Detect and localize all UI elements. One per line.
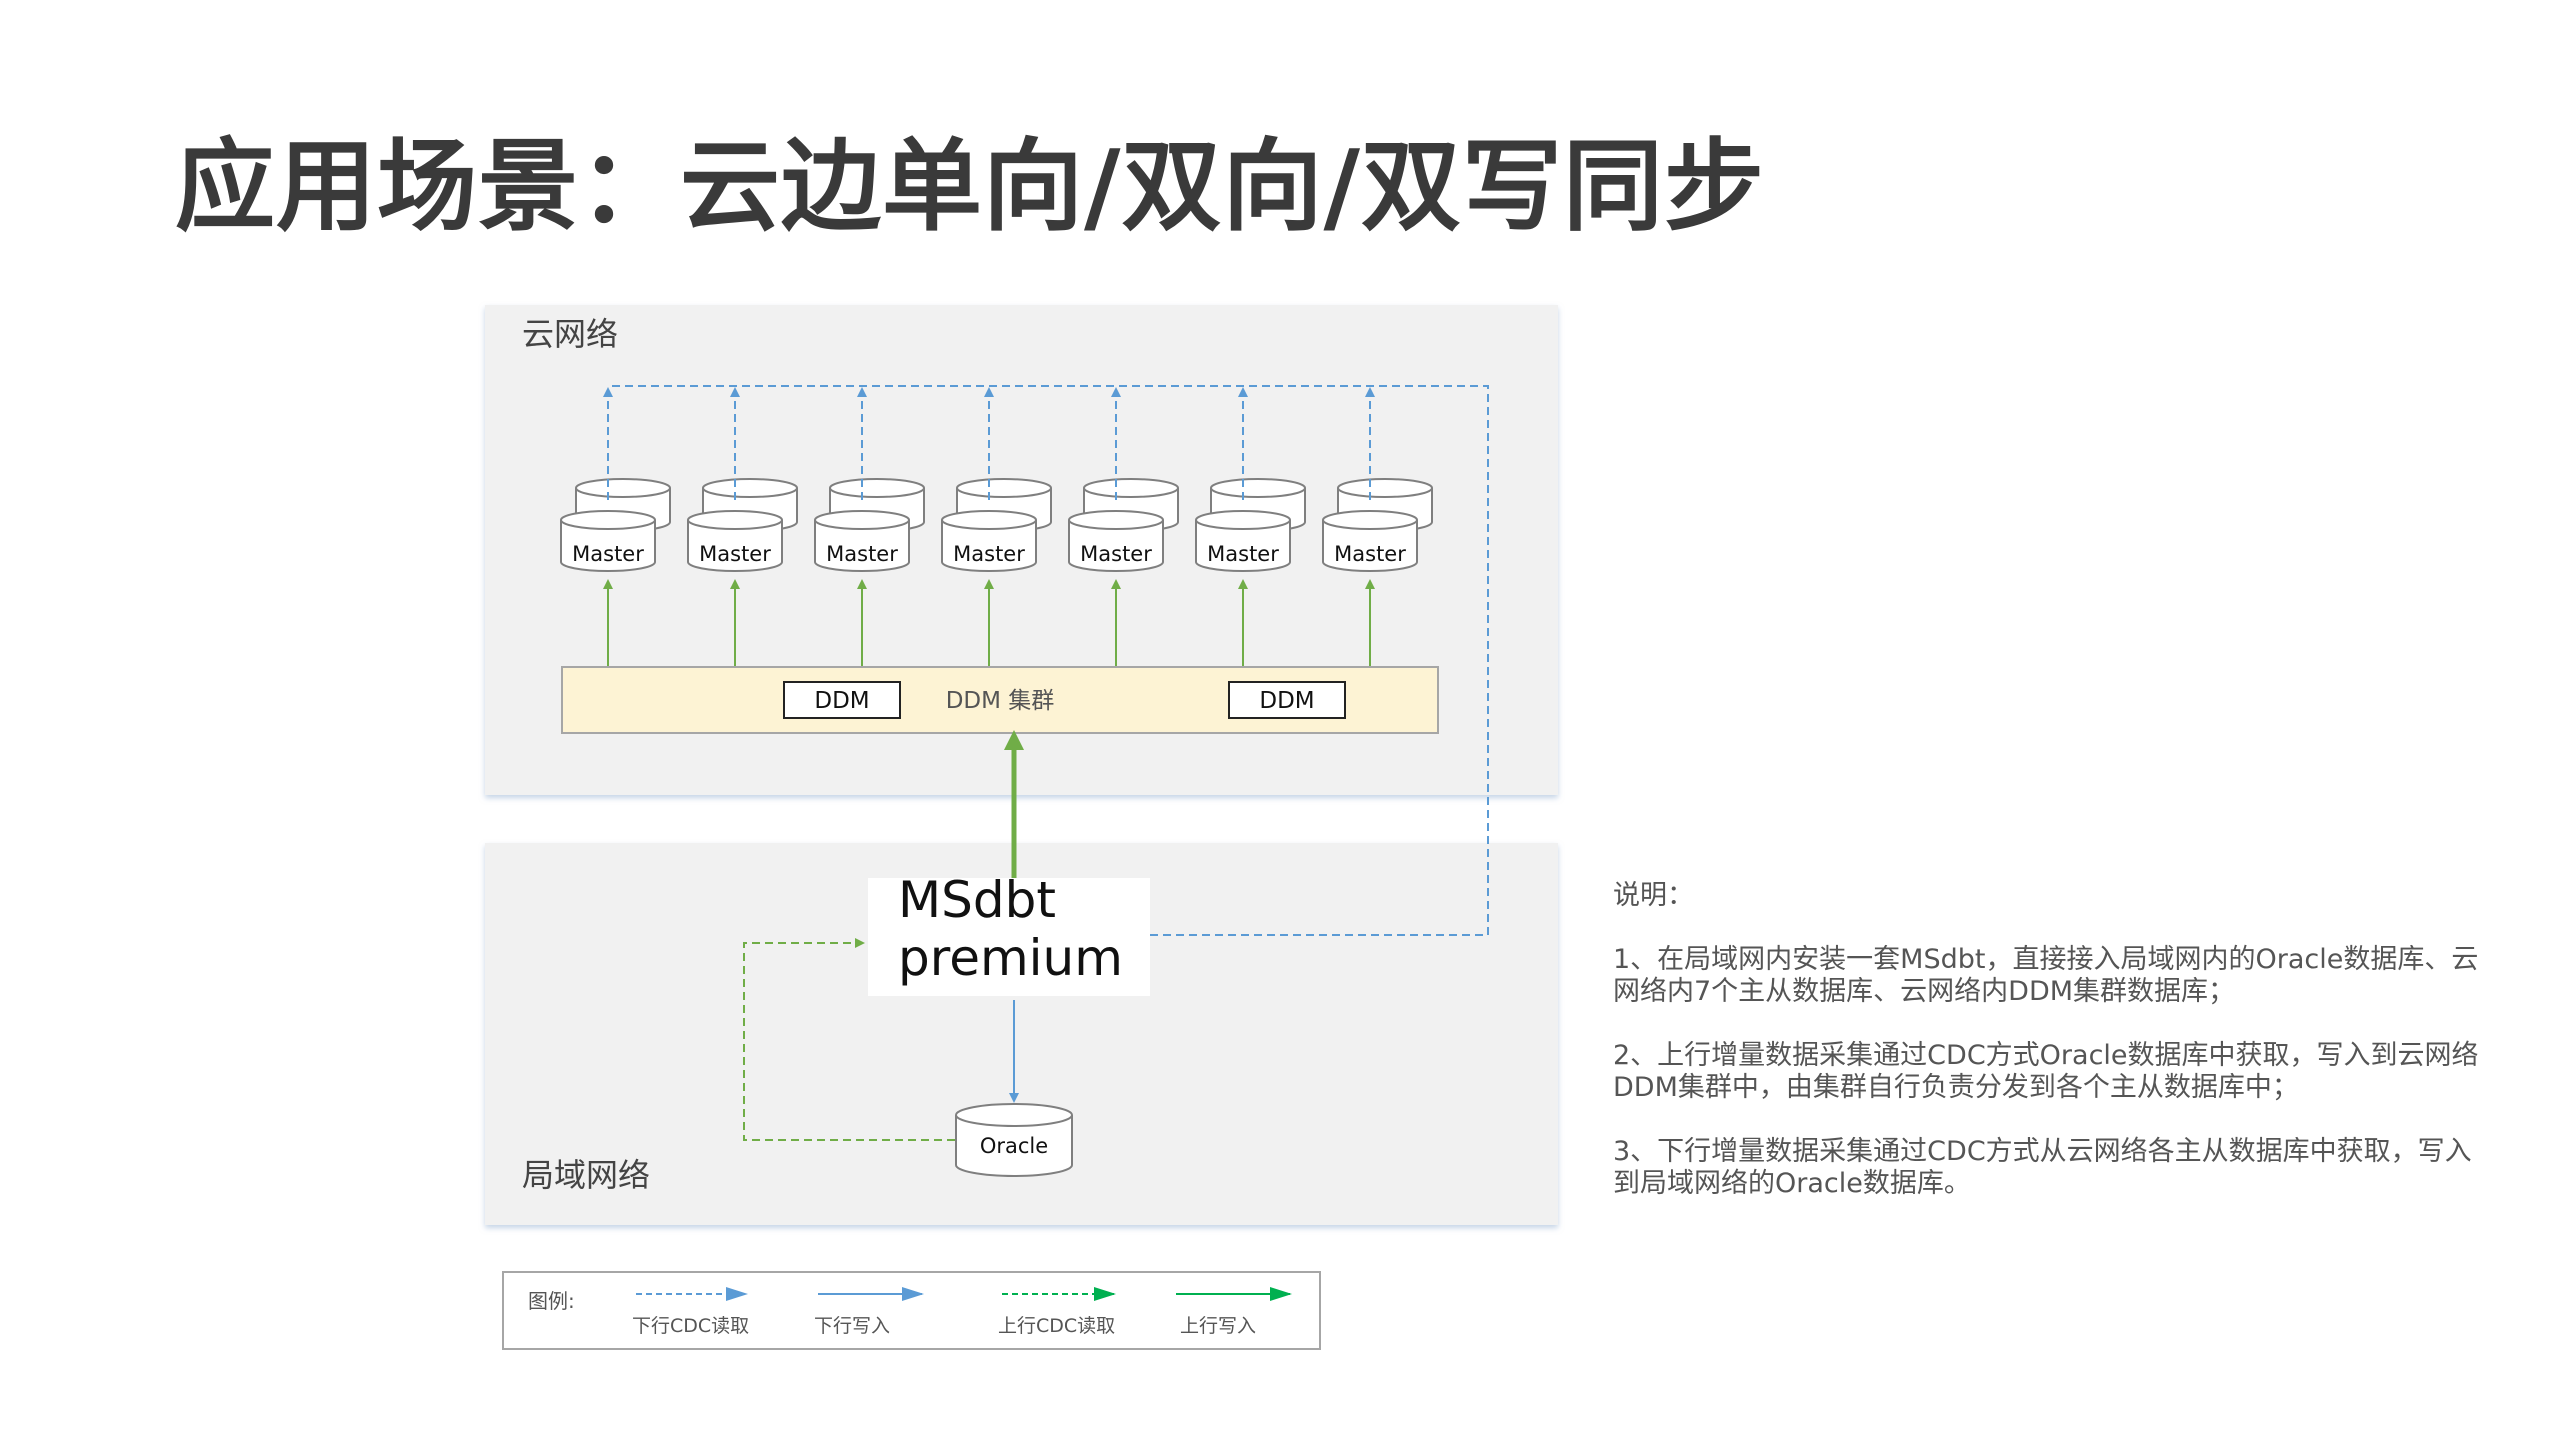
master-db-group: Master	[1068, 387, 1179, 667]
legend-label-downstream-write: 下行写入	[814, 1315, 890, 1337]
master-db-icon	[814, 510, 910, 572]
legend-label-upstream-cdc: 上行CDC读取	[998, 1315, 1115, 1337]
master-label: Master	[826, 542, 898, 566]
master-label: Master	[699, 542, 771, 566]
master-db-icon	[1068, 510, 1164, 572]
master-db-group: Master	[941, 387, 1052, 667]
oracle-database: Oracle	[955, 1103, 1073, 1177]
master-label: Master	[953, 542, 1025, 566]
master-label: Master	[1080, 542, 1152, 566]
master-db-icon	[1322, 510, 1418, 572]
master-db-icon	[560, 510, 656, 572]
oracle-label: Oracle	[980, 1134, 1048, 1158]
lan-zone-label: 局域网络	[522, 1156, 650, 1194]
notes-panel: 说明： 1、在局域网内安装一套MSdbt，直接接入局域网内的Oracle数据库、…	[1613, 880, 2493, 1232]
notes-heading: 说明：	[1613, 880, 1694, 911]
cloud-zone-label: 云网络	[522, 315, 618, 353]
ddm-node-left	[783, 681, 901, 719]
master-db-group: Master	[814, 387, 925, 667]
master-db-group: Master	[1195, 387, 1306, 667]
master-db-icon	[1195, 510, 1291, 572]
master-db-group: Master	[560, 387, 671, 667]
downstream-cdc-loop	[608, 385, 1489, 936]
ddm-node-left-label: DDM	[814, 688, 869, 714]
ddm-cluster-label: DDM 集群	[946, 688, 1055, 714]
master-group-list: Master Master Master Master Master Master Mast…	[560, 387, 1433, 667]
master-label: Master	[572, 542, 644, 566]
note-item-2: 2、上行增量数据采集通过CDC方式Oracle数据库中获取，写入到云网络DDM集…	[1613, 1040, 2479, 1103]
master-db-group: Master	[1322, 387, 1433, 667]
msdbt-box	[868, 878, 1150, 996]
legend-label-downstream-cdc: 下行CDC读取	[632, 1315, 749, 1337]
master-label: Master	[1207, 542, 1279, 566]
msdbt-line-2: premium	[898, 929, 1123, 987]
ddm-node-right	[1228, 681, 1346, 719]
note-item-3: 3、下行增量数据采集通过CDC方式从云网络各主从数据库中获取，写入到局域网络的O…	[1613, 1136, 2472, 1199]
legend-box	[502, 1271, 1321, 1350]
note-item-1: 1、在局域网内安装一套MSdbt，直接接入局域网内的Oracle数据库、云网络内…	[1613, 944, 2479, 1007]
master-db-group: Master	[687, 387, 798, 667]
legend-label-upstream-write: 上行写入	[1180, 1315, 1256, 1337]
page-title: 应用场景：云边单向/双向/双写同步	[175, 128, 1766, 245]
legend-title: 图例:	[528, 1289, 575, 1313]
master-db-icon	[941, 510, 1037, 572]
upstream-cdc-loop	[743, 938, 955, 1141]
ddm-node-right-label: DDM	[1259, 688, 1314, 714]
msdbt-line-1: MSdbt	[898, 871, 1056, 929]
master-label: Master	[1334, 542, 1406, 566]
master-db-icon	[687, 510, 783, 572]
